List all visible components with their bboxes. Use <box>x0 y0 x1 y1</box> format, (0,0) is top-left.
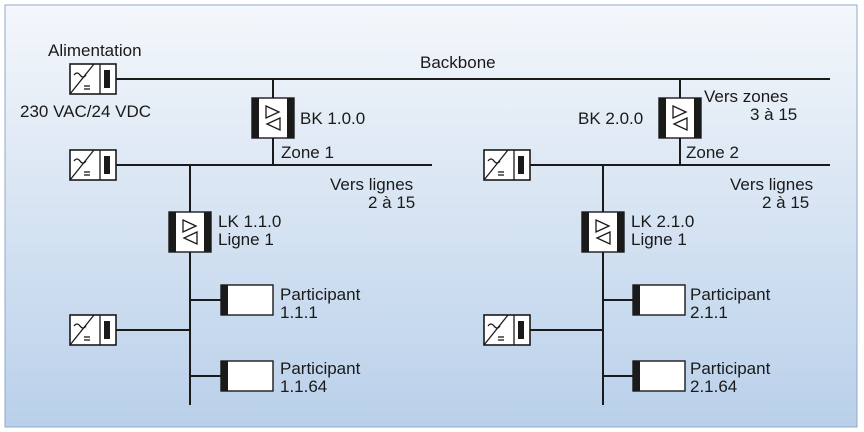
label-backbone: Backbone <box>420 53 496 72</box>
label-voltage: 230 VAC/24 VDC <box>20 102 151 121</box>
coupler-lk11-icon <box>168 211 212 253</box>
label-lk11-line: Ligne 1 <box>218 230 274 249</box>
label-participant-3-name: Participant <box>690 285 771 304</box>
label-bk1: BK 1.0.0 <box>300 109 365 128</box>
label-vers-zones-line1: Vers zones <box>704 87 788 106</box>
power-supply-line11-icon <box>69 314 117 346</box>
participant-device-1-1-64-icon <box>220 360 274 392</box>
label-lk11-name: LK 1.1.0 <box>218 212 281 231</box>
label-vers-zones-line2: 3 à 15 <box>750 105 797 124</box>
label-zone1: Zone 1 <box>281 143 334 162</box>
label-participant-3-addr: 2.1.1 <box>690 303 728 322</box>
label-participant-4-name: Participant <box>690 359 771 378</box>
label-vers-lignes-b-line1: Vers lignes <box>730 175 813 194</box>
label-alimentation: Alimentation <box>48 41 142 60</box>
power-supply-line21-icon <box>483 314 531 346</box>
label-vers-lignes-a-line2: 2 à 15 <box>368 193 415 212</box>
power-supply-backbone-icon <box>69 63 117 95</box>
bus-lines <box>116 78 830 405</box>
coupler-lk21-icon <box>581 211 625 253</box>
label-lk21-name: LK 2.1.0 <box>631 212 694 231</box>
label-participant-2-addr: 1.1.64 <box>280 377 327 396</box>
label-lk21-line: Ligne 1 <box>631 230 687 249</box>
label-vers-lignes-b-line2: 2 à 15 <box>762 193 809 212</box>
participant-device-2-1-64-icon <box>632 360 686 392</box>
label-bk2: BK 2.0.0 <box>578 109 643 128</box>
power-supply-zone2-icon <box>483 149 531 181</box>
participant-device-1-1-1-icon <box>220 284 274 316</box>
label-participant-1-addr: 1.1.1 <box>280 303 318 322</box>
coupler-bk1-icon <box>251 97 295 139</box>
coupler-bk2-icon <box>658 97 702 139</box>
label-participant-1-name: Participant <box>280 285 361 304</box>
label-participant-2-name: Participant <box>280 359 361 378</box>
power-supply-zone1-icon <box>69 149 117 181</box>
label-zone2: Zone 2 <box>686 143 739 162</box>
label-participant-4-addr: 2.1.64 <box>690 377 737 396</box>
label-vers-lignes-a-line1: Vers lignes <box>330 175 413 194</box>
diagram-background <box>4 4 858 428</box>
participant-device-2-1-1-icon <box>632 284 686 316</box>
